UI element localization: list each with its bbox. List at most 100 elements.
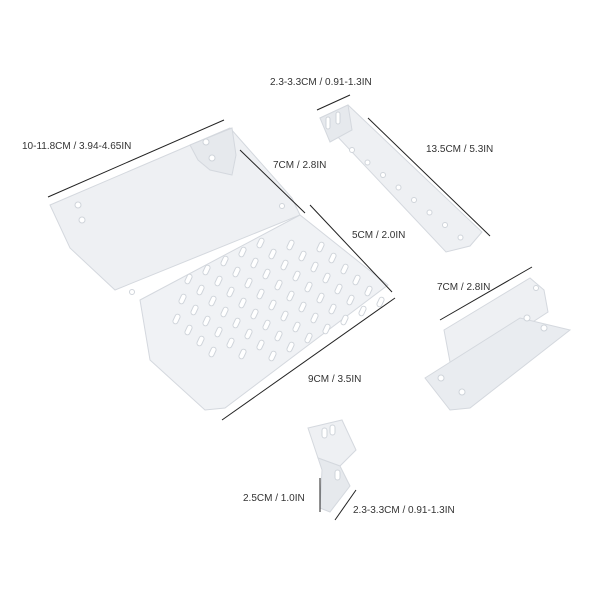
platform-slot: [196, 284, 205, 296]
platform-slot: [358, 305, 367, 317]
platform-slot: [268, 248, 277, 260]
platform-slot: [250, 308, 259, 320]
small-clip: [307, 419, 357, 513]
bracket-base-plate: [424, 317, 572, 411]
dim-line-platform-width: [47, 119, 225, 198]
platform-slot: [238, 246, 247, 258]
platform-slot: [316, 241, 325, 253]
platform-slot: [304, 281, 313, 293]
platform-slot: [214, 275, 223, 287]
platform-slot: [310, 312, 319, 324]
platform-slot: [376, 296, 385, 308]
label-climbing-lower-depth: 5CM / 2.0IN: [352, 230, 406, 241]
platform-slot: [274, 279, 283, 291]
platform-slot: [202, 315, 211, 327]
angle-bracket: [424, 277, 572, 411]
label-small-clip-height: 2.5CM / 1.0IN: [243, 493, 305, 504]
platform-slot: [232, 266, 241, 278]
platform-slot: [298, 250, 307, 262]
platform-slot: [184, 324, 193, 336]
platform-slot: [328, 303, 337, 315]
platform-slot: [262, 268, 271, 280]
platform-slot: [268, 299, 277, 311]
dim-line-platform-bottom: [221, 297, 396, 421]
platform-slot: [232, 317, 241, 329]
platform-slot: [262, 319, 271, 331]
platform-slot: [178, 293, 187, 305]
platform-slot: [340, 263, 349, 275]
platform-slot: [322, 323, 331, 335]
platform-hook-flange: [189, 127, 237, 176]
strip-hole: [380, 172, 386, 178]
platform-mounting-holes: [74, 138, 285, 295]
platform-slot: [256, 237, 265, 249]
platform-slot: [340, 314, 349, 326]
platform-slot: [334, 283, 343, 295]
platform-slot: [280, 259, 289, 271]
platform-slot: [220, 306, 229, 318]
platform-slot: [292, 270, 301, 282]
dim-line-platform-lower: [309, 204, 393, 293]
platform-slot: [364, 285, 373, 297]
clip-slot: [334, 469, 341, 481]
platform-slot: [328, 252, 337, 264]
platform-slot: [238, 348, 247, 360]
platform-slot: [202, 264, 211, 276]
platform-slot: [352, 274, 361, 286]
label-climbing-bottom-width: 9CM / 3.5IN: [308, 374, 362, 385]
dim-line-strip-length: [367, 117, 491, 237]
platform-slot: [244, 328, 253, 340]
platform-slot: [196, 335, 205, 347]
label-climbing-upper-depth: 7CM / 2.8IN: [273, 160, 327, 171]
platform-slot: [250, 257, 259, 269]
strip-hole: [426, 209, 433, 216]
strip-hole: [442, 222, 448, 228]
platform-slot: [346, 294, 355, 306]
label-climbing-width: 10-11.8CM / 3.94-4.65IN: [22, 141, 132, 152]
clip-side-face: [317, 457, 351, 513]
platform-slot: [286, 341, 295, 353]
platform-slot: [310, 261, 319, 273]
strip-hole: [364, 159, 371, 166]
platform-slot: [280, 310, 289, 322]
platform-slot: [286, 239, 295, 251]
platform-slot: [226, 337, 235, 349]
strip-top-slot: [335, 111, 341, 125]
platform-slot: [238, 297, 247, 309]
platform-perforated-panel: [139, 214, 389, 411]
platform-slot: [208, 295, 217, 307]
platform-slot: [208, 346, 217, 358]
strip-hole: [395, 184, 402, 191]
platform-slot: [274, 330, 283, 342]
clip-slot: [329, 424, 336, 436]
platform-slot: [244, 277, 253, 289]
platform-slot: [226, 286, 235, 298]
platform-slot: [190, 304, 199, 316]
platform-slot: [298, 301, 307, 313]
strip-top-slot: [325, 116, 331, 130]
platform-slot: [304, 332, 313, 344]
platform-slot: [214, 326, 223, 338]
climbing-platform: [49, 127, 389, 411]
long-strip: [319, 104, 483, 253]
platform-slot: [286, 290, 295, 302]
dim-line-platform-upper: [239, 149, 306, 214]
strip-hole: [349, 147, 355, 153]
platform-slot: [184, 273, 193, 285]
label-small-clip-width: 2.3-3.3CM / 0.91-1.3IN: [353, 505, 455, 516]
label-angle-bracket-length: 7CM / 2.8IN: [437, 282, 491, 293]
platform-slot-grid: [172, 237, 385, 362]
dim-line-clip-width: [334, 489, 357, 521]
platform-slot: [292, 321, 301, 333]
platform-slot: [268, 350, 277, 362]
strip-hole: [411, 197, 417, 203]
clip-top-face: [307, 419, 357, 467]
platform-slot: [256, 339, 265, 351]
platform-slot: [256, 288, 265, 300]
dimension-lines: [47, 94, 533, 521]
strip-holes: [349, 147, 464, 241]
label-strip-width: 2.3-3.3CM / 0.91-1.3IN: [270, 77, 372, 88]
platform-slot: [172, 313, 181, 325]
label-strip-length: 13.5CM / 5.3IN: [426, 144, 494, 155]
